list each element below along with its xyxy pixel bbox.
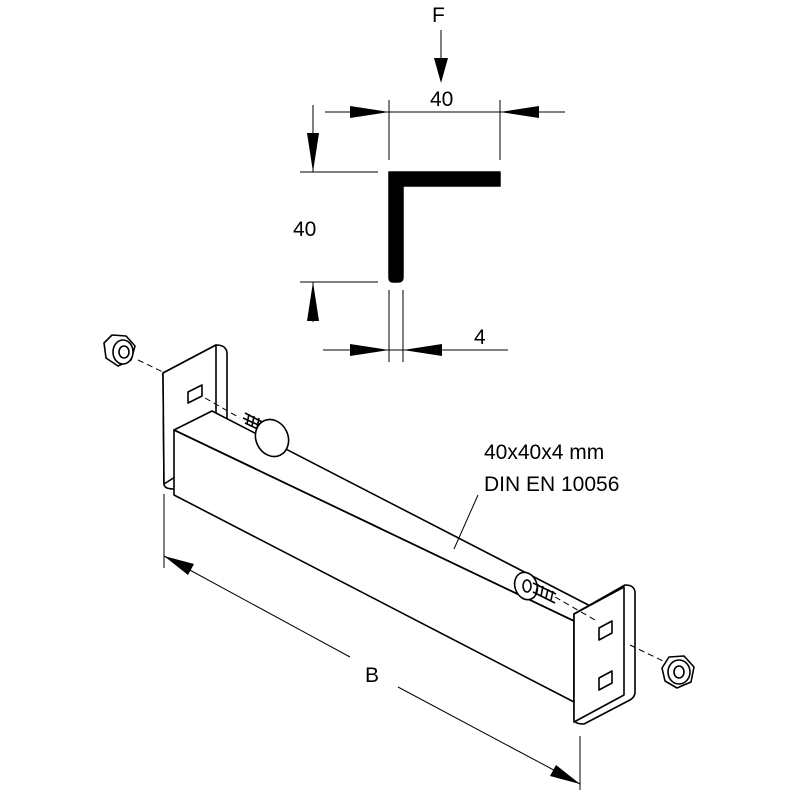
right-plate-slot-upper [598, 620, 613, 641]
nut-thread [673, 665, 685, 679]
angle-profile-section: F 40 40 [293, 4, 565, 362]
left-hex-nut [103, 334, 136, 367]
right-bolt-thread [532, 582, 557, 604]
right-hex-nut [661, 655, 695, 689]
length-label: B [365, 664, 379, 687]
leader-line [453, 494, 479, 550]
dimension-arrow-left [350, 344, 389, 356]
bolt-thread [242, 412, 267, 434]
dimension-arrow-right [403, 344, 442, 356]
dimension-arrow-top [307, 133, 319, 172]
left-carriage-bolt [242, 412, 290, 458]
beam-edge [173, 429, 575, 622]
height-dimension: 40 [293, 105, 378, 322]
dimension-line-upper [163, 555, 351, 658]
thickness-label: 4 [474, 326, 486, 349]
right-fasteners [513, 571, 695, 689]
bolt-head [254, 418, 290, 458]
dimension-arrow-bottom [307, 282, 319, 321]
length-dimension: B [163, 494, 581, 790]
right-bolt-axis [554, 596, 596, 621]
left-plate-slot [187, 384, 203, 404]
thickness-dimension: 4 [323, 290, 508, 362]
profile-designation: 40x40x4 mm DIN EN 10056 [453, 441, 619, 550]
force-label: F [432, 4, 445, 27]
dimension-line-lower [397, 686, 581, 785]
profile-size-label: 40x40x4 mm [484, 441, 604, 464]
right-plate-slot-lower [598, 670, 613, 691]
right-washer [513, 571, 539, 601]
angle-profile-shape [388, 171, 501, 283]
washer-hole [522, 579, 532, 593]
right-mounting-plate [573, 584, 636, 725]
left-bolt-axis [137, 359, 166, 374]
dimension-arrow-right [550, 765, 580, 784]
top-width-dimension: 40 [325, 88, 565, 160]
profile-standard-label: DIN EN 10056 [484, 473, 619, 496]
bolt-thread [532, 582, 557, 604]
left-fasteners [103, 334, 290, 458]
dimension-arrow-right [500, 106, 539, 118]
top-width-label: 40 [430, 88, 453, 111]
left-bolt-axis-inner [204, 397, 241, 419]
dimension-arrow-left [164, 556, 194, 575]
force-arrow-head [434, 58, 448, 83]
height-label: 40 [293, 218, 316, 241]
dimension-arrow-left [350, 106, 389, 118]
bracket-assembly: 40x40x4 mm DIN EN 10056 B [103, 334, 695, 790]
right-bolt-axis-outer [629, 644, 666, 663]
nut-thread [118, 345, 130, 359]
